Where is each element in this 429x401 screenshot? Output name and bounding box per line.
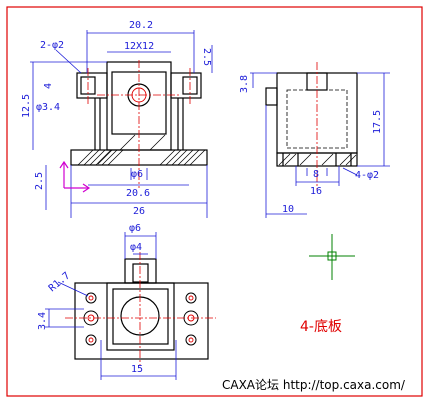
- dim-top-height: 3.4: [37, 312, 48, 330]
- ucs-axis-icon: [59, 160, 91, 193]
- dim-side-left: 10: [282, 204, 294, 215]
- dim-side-depth-inner: 8: [313, 169, 319, 180]
- top-centerlines: [65, 252, 216, 365]
- dim-height: 12.5: [21, 94, 32, 118]
- top-holes: [83, 292, 199, 346]
- side-dimensions: [250, 72, 390, 218]
- dim-overall-width: 26: [133, 206, 145, 217]
- dim-side-height: 17.5: [372, 110, 383, 134]
- dim-base-thk: 2.5: [34, 172, 45, 190]
- dim-holes: 2-φ2: [40, 40, 64, 51]
- dim-bore: 12X12: [124, 41, 154, 52]
- side-body: [276, 72, 358, 154]
- cursor-crosshair-icon: [309, 234, 355, 280]
- side-view: [265, 72, 358, 167]
- front-centerlines: [87, 60, 191, 188]
- top-boss: [124, 258, 157, 284]
- dim-side-holes: 4-φ2: [355, 170, 379, 181]
- dim-top-outer-dia: φ6: [129, 223, 141, 234]
- top-bore-square: [112, 288, 169, 345]
- side-hatch: [278, 153, 357, 166]
- dim-hole-dia: φ3.4: [36, 102, 60, 113]
- front-dimensions: [30, 30, 213, 218]
- top-dimensions: [45, 232, 177, 380]
- dim-flange-thk: 2.5: [201, 48, 212, 66]
- dim-top-radius: R1.7: [47, 270, 73, 294]
- dim-inner-width: 20.6: [126, 188, 150, 199]
- dim-upper: 4: [43, 83, 54, 89]
- top-body: [106, 282, 175, 351]
- dim-side-depth: 16: [310, 186, 322, 197]
- dim-bottom-bore: φ6: [131, 169, 143, 180]
- dim-side-top-offset: 3.8: [239, 75, 250, 93]
- drawing-frame: [6, 6, 423, 397]
- side-left-boss: [265, 87, 278, 106]
- dim-top-width: 20.2: [129, 20, 153, 31]
- front-hatch: [77, 134, 206, 166]
- dim-top-inner-dia: φ4: [130, 242, 142, 253]
- part-title: 4-底板: [300, 319, 342, 335]
- top-inner-slot: [132, 263, 149, 283]
- top-view: [74, 258, 209, 360]
- forum-watermark: CAXA论坛 http://top.caxa.com/: [222, 378, 406, 392]
- dim-top-width: 15: [131, 364, 143, 375]
